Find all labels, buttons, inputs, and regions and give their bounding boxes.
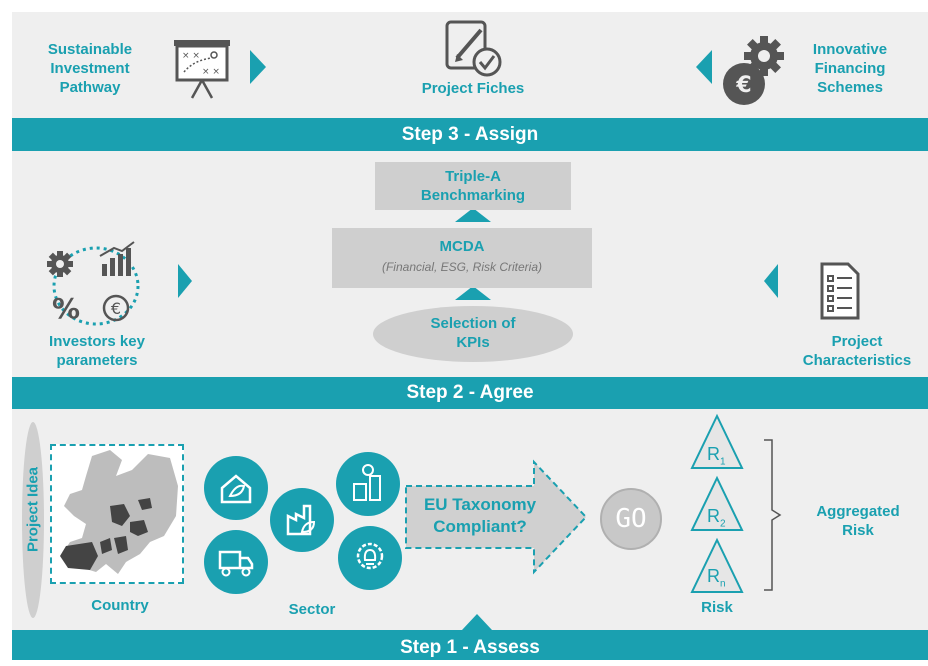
go-circle: GO — [600, 488, 662, 550]
lightbulb-gear-icon — [338, 526, 402, 590]
mcda-title: MCDA — [439, 238, 485, 255]
triple-a-benchmarking-label: Triple-A Benchmarking — [420, 168, 526, 204]
sector-label: Sector — [288, 601, 336, 618]
edit-document-icon — [445, 20, 502, 77]
smart-city-icon — [336, 452, 400, 516]
risk-r2-label: R2 — [707, 506, 726, 530]
project-characteristics-label: Project Characteristics — [802, 333, 912, 369]
mcda-subtitle: (Financial, ESG, Risk Criteria) — [381, 260, 543, 274]
step3-right-arrow-icon — [696, 50, 712, 84]
triple-a-benchmarking-box: Triple-A Benchmarking — [375, 162, 571, 210]
project-idea-ellipse — [22, 422, 44, 618]
svg-text:€: € — [735, 73, 751, 98]
step2-right-arrow-icon — [764, 264, 778, 298]
euro-coin-icon: € — [102, 294, 130, 322]
eu-taxonomy-arrow — [405, 459, 588, 575]
step3-band: Step 3 - Assign — [12, 118, 928, 151]
checklist-icon — [820, 262, 860, 320]
percent-icon: % — [52, 292, 80, 325]
presentation-board-icon: × × × × — [174, 40, 230, 99]
electric-truck-icon — [204, 530, 268, 594]
selection-of-kpis-label: Selection of KPIs — [430, 315, 516, 351]
risk-r1-label: R1 — [707, 444, 726, 468]
risk-r2-triangle — [690, 475, 744, 531]
brace-icon — [764, 439, 782, 591]
investors-key-parameters-label: Investors key parameters — [49, 333, 145, 369]
project-fiches-label: Project Fiches — [421, 80, 525, 97]
risk-label: Risk — [701, 599, 733, 616]
sustainable-investment-pathway-label: Sustainable Investment Pathway — [47, 41, 133, 96]
europe-map-icon — [52, 446, 182, 582]
aggregated-risk-label: Aggregated Risk — [816, 503, 900, 539]
eu-taxonomy-label: EU Taxonomy Compliant? — [423, 495, 537, 536]
investor-parameters-icon: % € — [47, 241, 140, 326]
step3-left-arrow-icon — [250, 50, 266, 84]
svg-text:× ×: × × — [202, 67, 220, 77]
mcda-box: MCDA (Financial, ESG, Risk Criteria) — [332, 228, 592, 288]
svg-text:× ×: × × — [182, 51, 200, 61]
selection-of-kpis-ellipse: Selection of KPIs — [373, 306, 573, 362]
bar-chart-icon — [99, 241, 135, 276]
gear-icon — [47, 251, 73, 277]
step2-left-arrow-icon — [178, 264, 192, 298]
risk-rn-triangle — [690, 537, 744, 593]
up-arrow-icon — [455, 286, 491, 300]
gear-euro-icon: € — [723, 36, 784, 105]
svg-text:€: € — [111, 299, 121, 318]
innovative-financing-schemes-label: Innovative Financing Schemes — [812, 41, 888, 96]
go-label: GO — [615, 504, 647, 534]
country-map-frame — [50, 444, 184, 584]
eco-house-icon — [204, 456, 268, 520]
up-arrow-icon — [455, 208, 491, 222]
risk-r1-triangle — [690, 413, 744, 469]
risk-rn-label: Rn — [707, 566, 726, 590]
up-arrow-icon — [462, 614, 492, 630]
step2-band: Step 2 - Agree — [12, 377, 928, 409]
factory-leaf-icon — [270, 488, 334, 552]
project-idea-label: Project Idea — [24, 466, 42, 553]
country-label: Country — [91, 597, 149, 614]
step1-band: Step 1 - Assess — [12, 630, 928, 660]
